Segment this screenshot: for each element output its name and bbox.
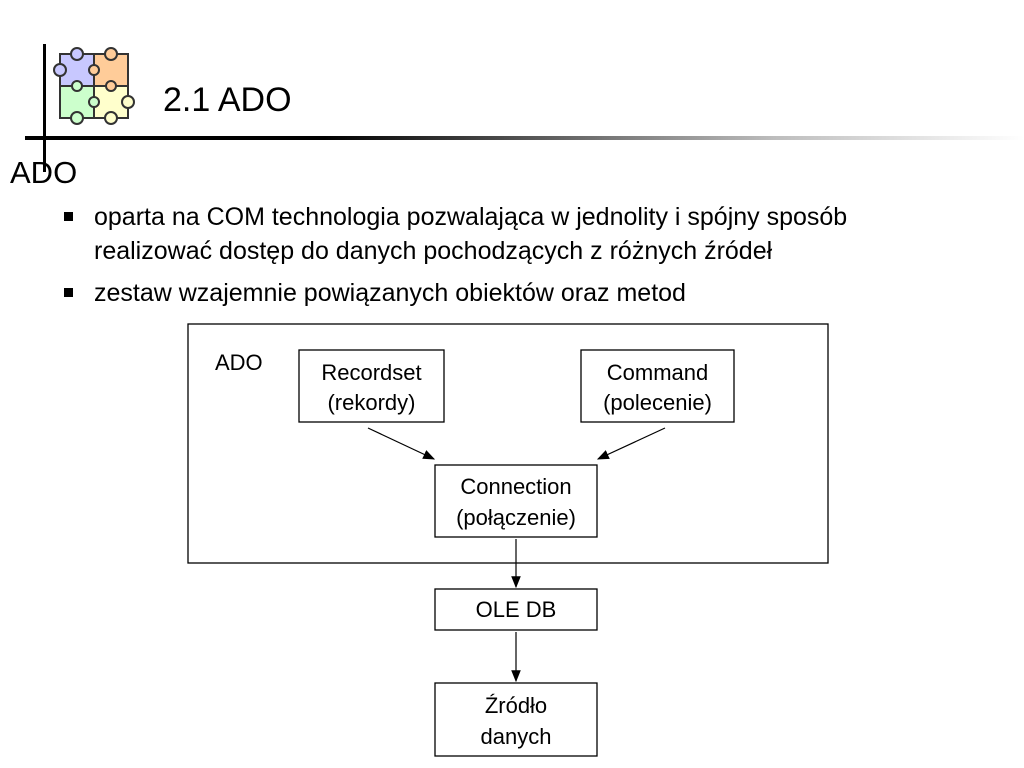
ado-container-label: ADO — [215, 350, 263, 375]
title-vertical-rule — [43, 44, 46, 172]
square-bullet-icon — [64, 288, 73, 297]
data-source-sublabel: danych — [481, 724, 552, 749]
bullet-text: zestaw wzajemnie powiązanych obiektów or… — [94, 279, 686, 307]
recordset-sublabel: (rekordy) — [327, 390, 415, 415]
recordset-node: Recordset (rekordy) — [298, 349, 445, 423]
section-heading: ADO — [10, 155, 78, 190]
title-horizontal-rule — [25, 136, 1024, 140]
arrow-recordset-to-connection — [367, 427, 436, 460]
bullet-text-continued: realizować dostęp do danych pochodzących… — [94, 237, 773, 265]
command-sublabel: (polecenie) — [603, 390, 712, 415]
oledb-label: OLE DB — [476, 597, 557, 622]
bullet-item: oparta na COM technologia pozwalająca w … — [62, 200, 1002, 268]
command-label: Command — [607, 360, 708, 385]
ado-container — [187, 323, 829, 564]
bullet-list: oparta na COM technologia pozwalająca w … — [62, 200, 1002, 318]
slide-title: 2.1 ADO — [163, 81, 292, 119]
data-source-node: Źródło danych — [434, 682, 598, 757]
oledb-node: OLE DB — [434, 588, 598, 631]
recordset-label: Recordset — [321, 360, 421, 385]
bullet-item: zestaw wzajemnie powiązanych obiektów or… — [62, 276, 1002, 310]
data-source-label: Źródło — [485, 693, 547, 718]
command-node: Command (polecenie) — [580, 349, 735, 423]
connection-label: Connection — [460, 474, 571, 499]
connection-node: Connection (połączenie) — [434, 464, 598, 538]
arrow-command-to-connection — [596, 427, 666, 460]
puzzle-icon — [53, 47, 135, 125]
square-bullet-icon — [64, 212, 73, 221]
connection-sublabel: (połączenie) — [456, 505, 576, 530]
bullet-text: oparta na COM technologia pozwalająca w … — [94, 203, 848, 231]
